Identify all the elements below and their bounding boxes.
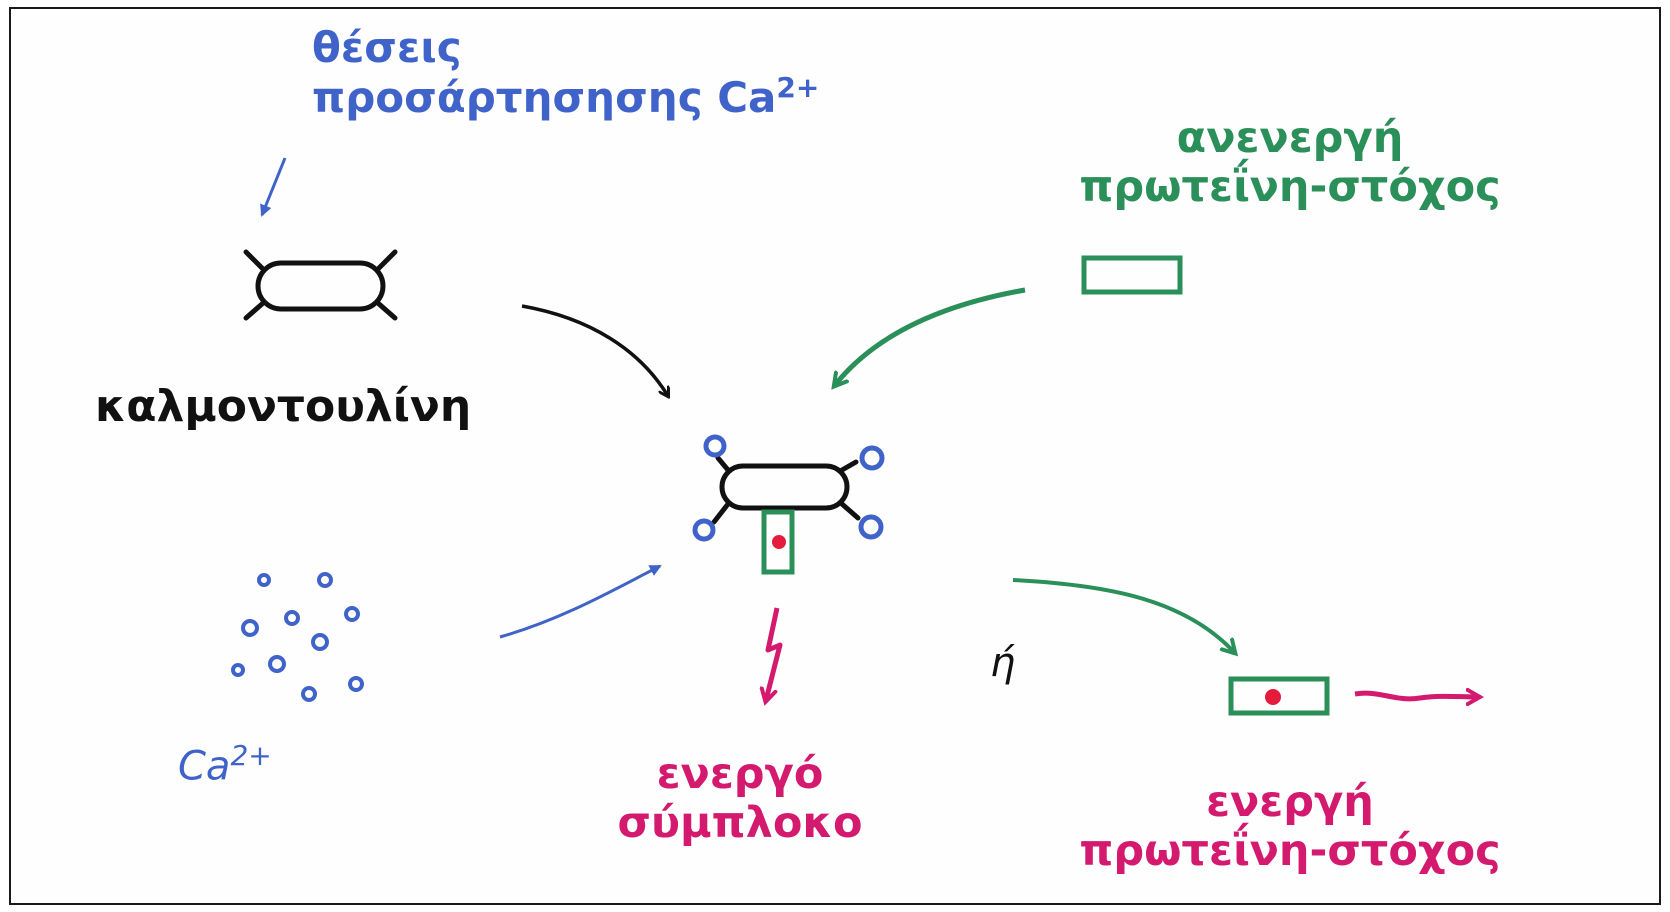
- calmodulin-shape: [243, 249, 398, 321]
- binding-sites-pointer-arrow: [260, 157, 287, 217]
- calmodulin-label: καλμοντουλίνη: [95, 381, 472, 432]
- binding-sites-label: θέσεις προσάρτησησης Ca2+: [312, 23, 819, 123]
- complex-activity-lightning-arrow: [766, 607, 783, 700]
- inactive-target-label-line2: πρωτεΐνη-στόχος: [1079, 162, 1501, 213]
- active-complex-label-line2: σύμπλοκο: [617, 798, 863, 849]
- active-target-label: ενεργή πρωτεΐνη-στόχος: [1050, 777, 1530, 877]
- binding-sites-label-line1: θέσεις: [312, 23, 462, 72]
- diagram-frame: [9, 7, 1661, 905]
- inactive-target-protein-shape: [1081, 255, 1183, 295]
- calcium-ion-cluster: [231, 572, 364, 702]
- active-target-protein-shape: [1228, 676, 1330, 716]
- or-label: ή: [990, 640, 1016, 686]
- active-complex-label: ενεργό σύμπλοκο: [590, 749, 890, 849]
- active-target-label-line1: ενεργή: [1206, 777, 1374, 827]
- calcium-ion-label: Ca2+: [178, 739, 272, 790]
- calmodulin-to-complex-arrow: [521, 304, 668, 396]
- active-target-activity-arrow: [1354, 693, 1478, 699]
- binding-sites-label-text: προσάρτησησης Ca: [312, 73, 777, 123]
- calcium-to-complex-arrow: [499, 564, 662, 639]
- complex-to-active-target-arrow: [1012, 578, 1234, 652]
- inactive-target-label-line1: ανενεργή: [1176, 113, 1404, 163]
- calcium-ion-label-superscript: 2+: [230, 739, 272, 772]
- inactive-target-to-complex-arrow: [835, 287, 1026, 385]
- binding-sites-label-line2: προσάρτησησης Ca2+: [312, 72, 819, 122]
- active-complex-shape: [692, 434, 885, 575]
- binding-sites-label-superscript: 2+: [776, 71, 820, 105]
- inactive-target-label: ανενεργή πρωτεΐνη-στόχος: [1050, 113, 1530, 213]
- active-complex-label-line1: ενεργό: [656, 749, 824, 799]
- calcium-ion-label-text: Ca: [178, 743, 231, 790]
- active-target-label-line2: πρωτεΐνη-στόχος: [1079, 826, 1501, 877]
